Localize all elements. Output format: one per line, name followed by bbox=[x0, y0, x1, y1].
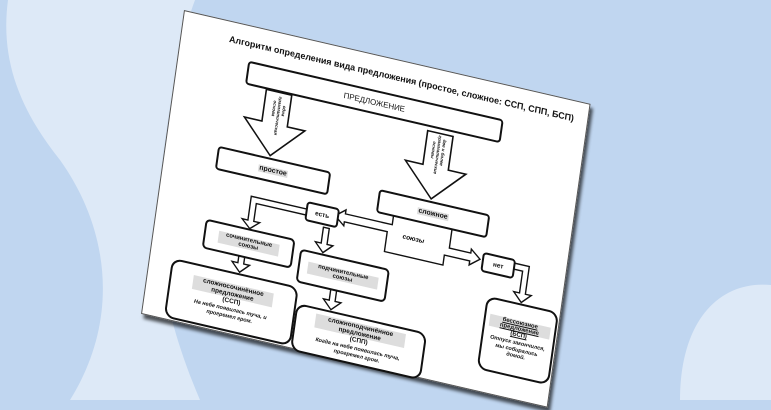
arrow-yes-subordinating bbox=[313, 226, 335, 254]
arrow-two-bases bbox=[403, 129, 468, 201]
arrow-no-bsp bbox=[510, 261, 533, 304]
subordinating-label: подчинительные союзы bbox=[306, 261, 379, 290]
connectors bbox=[230, 88, 533, 311]
conjunctions-connector bbox=[334, 208, 482, 267]
diagram-page: Алгоритм определения вида предложения (п… bbox=[141, 10, 591, 408]
bsp-example: Отпуск закончился, мы собирались домой. bbox=[489, 334, 546, 362]
label-two-bases: две и более грамматические основы bbox=[429, 135, 448, 175]
light-blob-bottom-right bbox=[680, 284, 771, 400]
coordinating-label: сочинительные союзы bbox=[217, 230, 280, 257]
simple-label: простое bbox=[257, 163, 289, 178]
yes-label: есть bbox=[314, 209, 330, 220]
complex-label: сложное bbox=[417, 206, 450, 221]
arrow-one-basis bbox=[242, 88, 307, 157]
no-label: нет bbox=[492, 260, 504, 271]
